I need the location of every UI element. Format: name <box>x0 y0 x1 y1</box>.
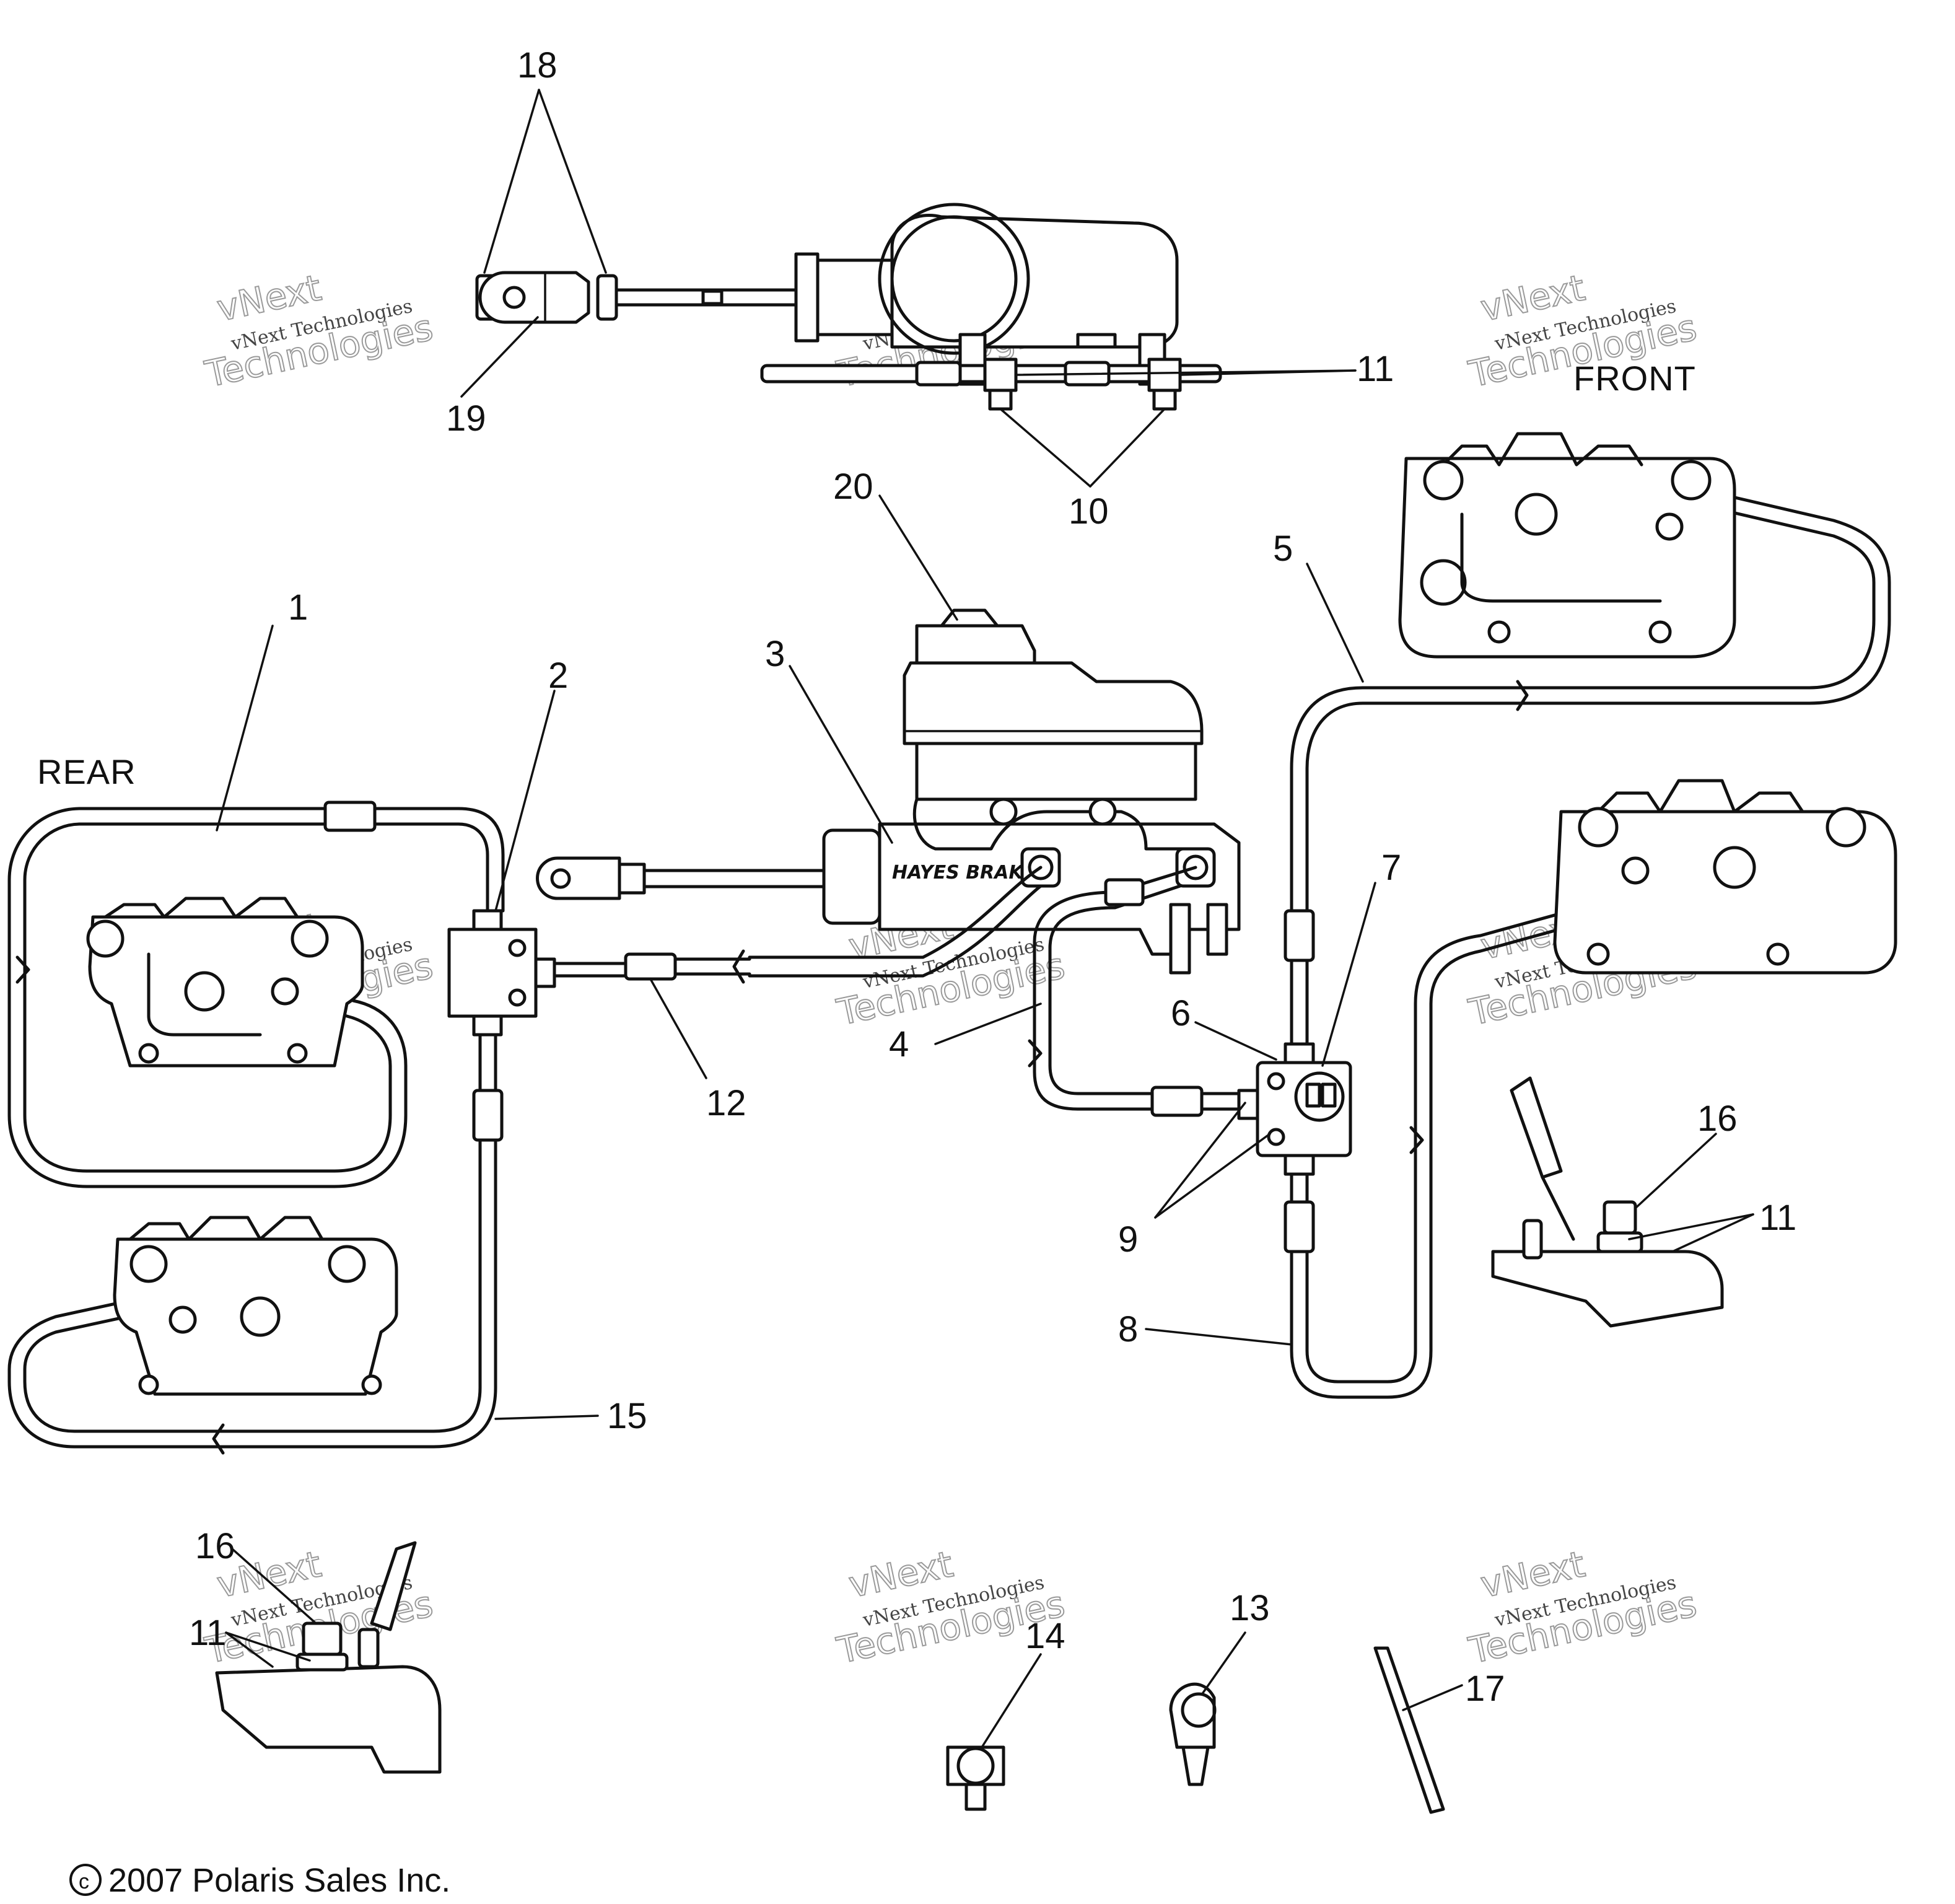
bolt-16-left <box>302 1621 343 1656</box>
callouts: 1 2 3 4 5 6 7 8 9 10 11 11 11 12 13 14 1… <box>189 45 1796 1709</box>
cable-tie-17 <box>1373 1646 1445 1814</box>
mount-body-left <box>215 1665 442 1774</box>
front-tee-block <box>1237 1042 1352 1176</box>
copyright-symbol: c <box>79 1870 89 1893</box>
callout-11-left: 11 <box>189 1613 226 1653</box>
rear-tee-block <box>447 909 556 1037</box>
bolt-16-right <box>1603 1200 1637 1235</box>
front-caliper-lower <box>1553 779 1897 975</box>
callout-7: 7 <box>1381 848 1401 888</box>
callout-11-right: 11 <box>1759 1198 1796 1238</box>
callout-15: 15 <box>607 1396 647 1436</box>
callout-11-top: 11 <box>1357 349 1394 389</box>
pedal-rod-assembly <box>475 203 1222 411</box>
hayes-brake-logo: HAYES BRAKE <box>892 862 1036 884</box>
caliper-mount-right <box>1491 1076 1724 1328</box>
caliper-mount-left <box>215 1541 442 1774</box>
callout-4: 4 <box>889 1024 909 1064</box>
callout-3: 3 <box>765 634 785 674</box>
rear-upper-line-1 <box>7 801 505 1188</box>
rear-caliper-upper <box>86 897 364 1068</box>
copyright-icon <box>69 1864 102 1896</box>
jam-nut-right <box>596 274 618 321</box>
master-push-rod <box>642 869 826 888</box>
front-label: FRONT <box>1573 359 1696 398</box>
cylinder-boot <box>794 252 820 343</box>
rear-label: REAR <box>37 752 136 791</box>
callout-1: 1 <box>288 587 308 628</box>
clip-14 <box>946 1745 1005 1811</box>
callout-17: 17 <box>1465 1669 1505 1709</box>
cylinder-boot-front <box>822 828 881 925</box>
brake-line-12 <box>537 949 751 984</box>
callout-9: 9 <box>1118 1219 1138 1260</box>
leader-lines-top <box>460 89 1357 488</box>
clevis <box>478 271 590 324</box>
callout-12: 12 <box>706 1083 746 1123</box>
bolt-10-right <box>1147 358 1182 392</box>
copyright: c 2007 Polaris Sales Inc. <box>69 1862 450 1899</box>
clip-13 <box>1169 1682 1217 1786</box>
front-lower-line-8 <box>1284 884 1662 1399</box>
rear-lower-line-15 <box>7 1033 504 1455</box>
bolt-10-left <box>983 358 1018 392</box>
callout-6: 6 <box>1171 993 1191 1033</box>
reservoir-cap <box>915 624 1036 665</box>
top-master-cylinder-body <box>890 213 1179 349</box>
callout-14: 14 <box>1025 1616 1065 1656</box>
reservoir <box>903 661 1204 745</box>
copyright-text: 2007 Polaris Sales Inc. <box>108 1862 450 1899</box>
callout-5: 5 <box>1273 529 1293 569</box>
front-upper-line-5 <box>1284 478 1891 1064</box>
callout-19: 19 <box>446 398 486 439</box>
callout-10: 10 <box>1069 491 1109 532</box>
callout-13: 13 <box>1230 1588 1270 1628</box>
front-caliper-upper <box>1398 432 1736 659</box>
rear-caliper-lower <box>113 1216 398 1396</box>
callout-18: 18 <box>517 45 558 86</box>
callout-16-right: 16 <box>1697 1099 1738 1139</box>
callout-16-left: 16 <box>195 1526 235 1566</box>
callout-8: 8 <box>1118 1309 1138 1349</box>
callout-20: 20 <box>833 467 873 507</box>
callout-2: 2 <box>548 656 568 696</box>
master-cylinder: HAYES BRAKE <box>536 608 1241 978</box>
leader-lines <box>216 494 1754 1748</box>
